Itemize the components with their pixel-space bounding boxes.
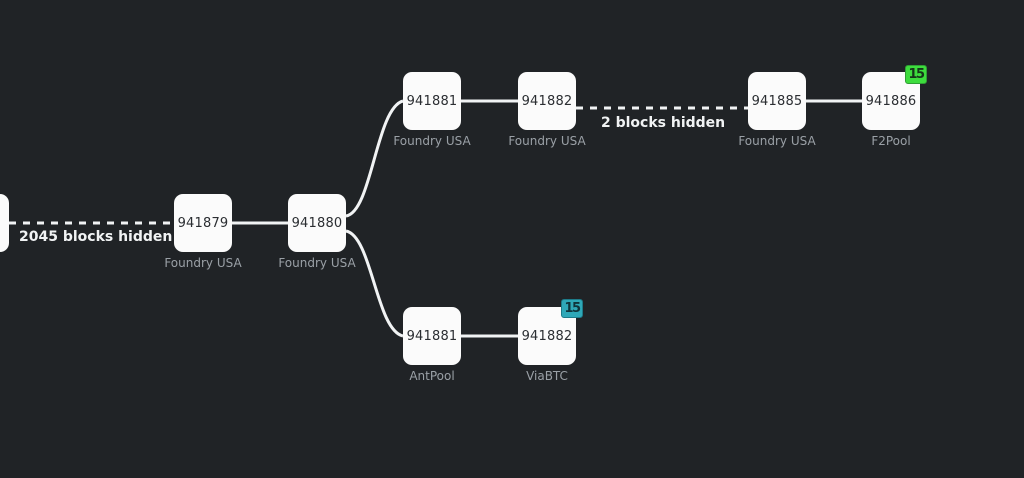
edge-941880-941881-top bbox=[345, 99, 404, 218]
block-height-941881-bottom: 941881 bbox=[406, 328, 458, 344]
edge-941880-941881-bottom bbox=[345, 229, 404, 338]
block-height-941882-bottom: 941882 bbox=[521, 328, 573, 344]
hidden-blocks-label-main: 2045 blocks hidden bbox=[19, 229, 173, 245]
block-pool-941886: F2Pool bbox=[871, 134, 911, 148]
block-pool-941881-bottom: AntPool bbox=[409, 369, 455, 383]
block-pool-941881-top: Foundry USA bbox=[393, 134, 471, 148]
block-pool-941885: Foundry USA bbox=[738, 134, 816, 148]
confirmation-badge-viabtc[interactable]: 15 bbox=[561, 299, 583, 318]
block-pool-941879: Foundry USA bbox=[164, 256, 242, 270]
block-node-941881-bottom[interactable]: 941881 bbox=[403, 307, 461, 365]
block-node-partial[interactable] bbox=[0, 194, 9, 252]
block-height-941886: 941886 bbox=[865, 93, 917, 109]
block-height-941885: 941885 bbox=[751, 93, 803, 109]
block-node-941882-top[interactable]: 941882 bbox=[518, 72, 576, 130]
block-node-941881-top[interactable]: 941881 bbox=[403, 72, 461, 130]
block-node-941885[interactable]: 941885 bbox=[748, 72, 806, 130]
block-height-941880: 941880 bbox=[291, 215, 343, 231]
block-height-941879: 941879 bbox=[177, 215, 229, 231]
block-node-941880[interactable]: 941880 bbox=[288, 194, 346, 252]
block-pool-941882-bottom: ViaBTC bbox=[526, 369, 568, 383]
block-height-941882-top: 941882 bbox=[521, 93, 573, 109]
block-pool-941880: Foundry USA bbox=[278, 256, 356, 270]
hidden-blocks-label-top: 2 blocks hidden bbox=[601, 115, 726, 131]
block-pool-941882-top: Foundry USA bbox=[508, 134, 586, 148]
block-node-941879[interactable]: 941879 bbox=[174, 194, 232, 252]
confirmation-badge-f2pool[interactable]: 15 bbox=[905, 65, 927, 84]
block-height-941881-top: 941881 bbox=[406, 93, 458, 109]
